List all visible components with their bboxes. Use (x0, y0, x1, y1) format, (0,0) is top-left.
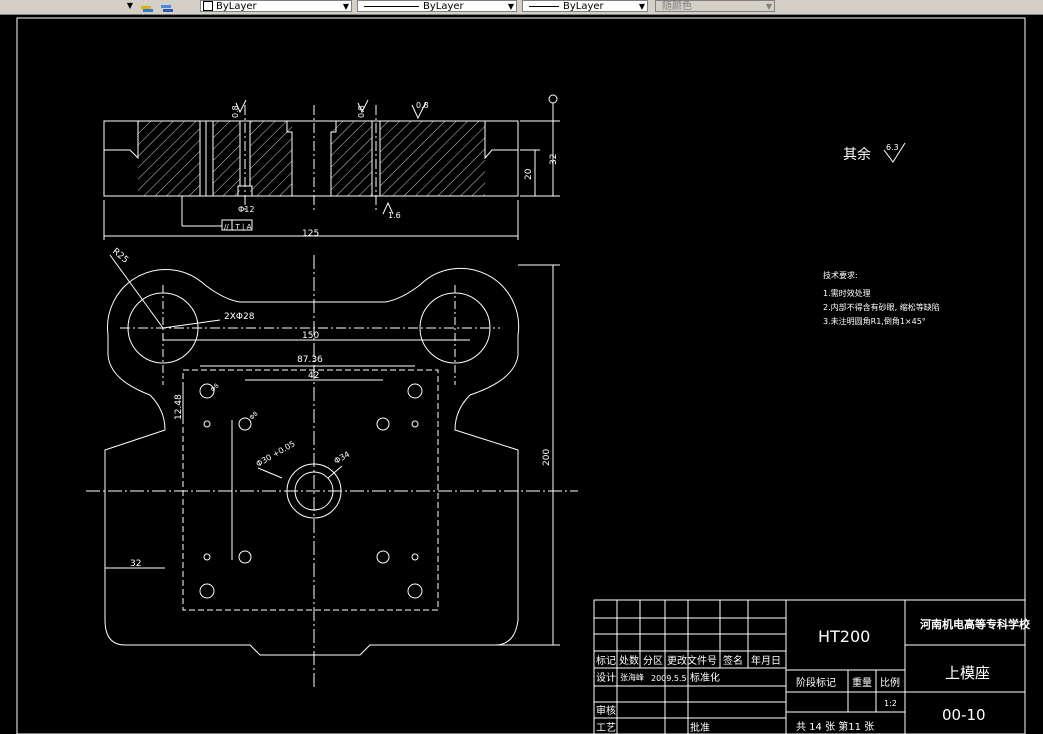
small-hole-callout: Φ8 (209, 382, 220, 393)
section-labels: 0.8 0.8 0.8 1.6 Φ12 // | T | A 125 32 20 (224, 101, 559, 239)
chevron-down-icon[interactable]: ▼ (638, 2, 645, 11)
plan-view (86, 254, 578, 690)
bore-dimension: Φ30 +0.05 (255, 439, 297, 469)
geometric-tolerance: // | T | A (224, 223, 252, 231)
color-control[interactable]: ByLayer ▼ (200, 0, 352, 12)
lineweight-control[interactable]: ByLayer ▼ (522, 0, 648, 12)
roughness-label: 1.6 (388, 211, 401, 220)
other-roughness-value: 6.3 (886, 143, 899, 152)
scale-label: 比例 (880, 676, 900, 689)
process-label: 工艺 (596, 722, 616, 734)
notes-line: 3.未注明圆角R1,倒角1×45° (823, 316, 926, 326)
header-count: 处数 (619, 654, 639, 667)
chevron-down-icon: ▼ (765, 2, 772, 11)
dimension-width: 125 (302, 229, 319, 239)
dimension-150: 150 (302, 331, 319, 341)
radius-label: R25 (110, 247, 130, 266)
dimension-12-48: 12.48 (174, 394, 184, 420)
roughness-label: 0.8 (357, 105, 366, 118)
stage-label: 阶段标记 (796, 676, 836, 689)
chevron-down-icon[interactable]: ▼ (507, 2, 514, 11)
drawing-canvas[interactable]: 0.8 0.8 0.8 1.6 Φ12 // | T | A 125 32 20 (0, 15, 1043, 734)
dimension-height: 20 (524, 168, 534, 180)
drawing-number: 00-10 (942, 706, 986, 724)
technical-notes: 其余 6.3 技术要求: 1.需时效处理 2.内部不得含有砂眼, 缩松等缺陷 3… (823, 142, 940, 326)
linetype-label: ByLayer (423, 1, 464, 12)
scale-value: 1:2 (884, 699, 897, 708)
header-sign: 签名 (723, 654, 743, 667)
layer-dropdown-tail[interactable]: ▼ (0, 0, 135, 12)
roughness-label: 0.8 (231, 105, 240, 118)
design-label: 设计 (596, 671, 616, 684)
dimension-87-36: 87.36 (297, 355, 323, 365)
designer-name: 张海峰 (620, 672, 644, 682)
other-roughness-label: 其余 (843, 146, 871, 163)
hole-dimension: Φ12 (238, 205, 254, 214)
chevron-down-icon[interactable]: ▼ (342, 2, 349, 11)
header-mark: 标记 (596, 655, 616, 667)
dimension-32: 32 (130, 559, 141, 569)
part-name: 上模座 (945, 664, 990, 682)
section-view (103, 94, 560, 240)
material: HT200 (818, 627, 870, 646)
layer-states-icon[interactable] (140, 0, 154, 12)
linetype-control[interactable]: ByLayer ▼ (357, 0, 517, 12)
school-name: 河南机电高等专科学校 (920, 617, 1031, 631)
drawing-frame (16, 17, 1026, 734)
dimension-42: 42 (308, 371, 319, 381)
chevron-down-icon[interactable]: ▼ (126, 1, 133, 10)
color-label: ByLayer (216, 1, 257, 12)
roughness-label: 0.8 (416, 101, 429, 110)
notes-line: 1.需时效处理 (823, 288, 871, 298)
sheet-count: 共 14 张 第11 张 (796, 720, 874, 733)
lineweight-label: ByLayer (563, 1, 604, 12)
layer-previous-icon[interactable] (160, 0, 174, 12)
notes-line: 2.内部不得含有砂眼, 缩松等缺陷 (823, 302, 940, 312)
color-swatch-icon (203, 1, 213, 11)
properties-toolbar: ▼ ByLayer ▼ ByLayer ▼ ByLayer ▼ 随颜色 ▼ (0, 0, 1043, 15)
standard-label: 标准化 (690, 671, 720, 684)
header-doc: 更改文件号 (667, 654, 717, 667)
plotstyle-label: 随颜色 (662, 1, 692, 12)
plan-labels: R25 2XΦ28 150 87.36 42 12.48 200 32 Φ30 … (110, 247, 552, 569)
hole-callout: 2XΦ28 (224, 312, 255, 322)
design-date: 2009.5.5 (651, 674, 687, 683)
small-hole-callout: Φ8 (248, 410, 259, 421)
bore-dimension: Φ34 (333, 450, 352, 466)
notes-heading: 技术要求: (823, 270, 858, 280)
plotstyle-control: 随颜色 ▼ (655, 0, 775, 12)
header-date: 年月日 (751, 654, 781, 667)
approve-label: 批准 (690, 721, 710, 734)
title-block (593, 599, 1026, 734)
title-block-text: HT200 河南机电高等专科学校 上模座 00-10 标记 处数 分区 更改文件… (596, 617, 1031, 734)
review-label: 审核 (596, 704, 616, 717)
weight-label: 重量 (852, 676, 872, 689)
dimension-height: 32 (549, 154, 559, 165)
dimension-200: 200 (542, 449, 552, 466)
header-zone: 分区 (643, 655, 663, 667)
